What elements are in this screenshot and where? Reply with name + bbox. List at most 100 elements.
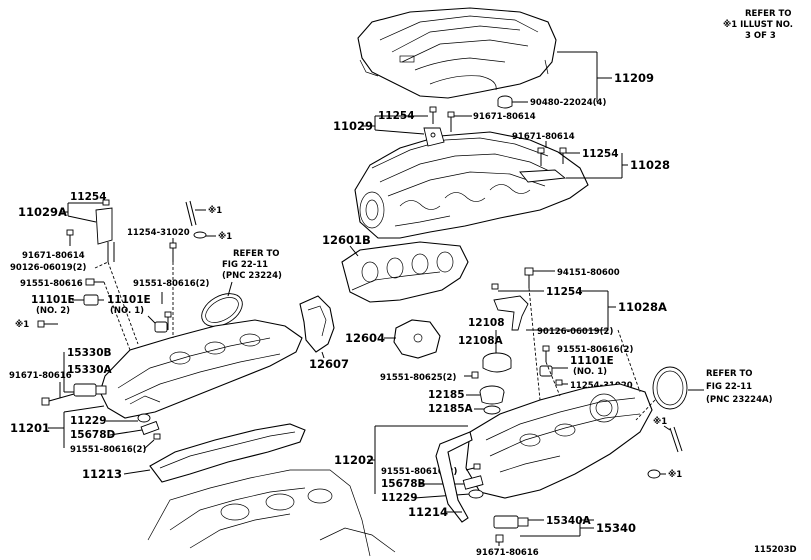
label-90126-b: 90126-06019(2) — [537, 327, 613, 337]
cover-grommet[interactable] — [497, 95, 513, 109]
head-cover-11202[interactable] — [465, 383, 653, 499]
label-91671-d: 91671-80616 — [9, 371, 72, 381]
refer-fig-left-line3: (PNC 23224) — [222, 271, 282, 281]
mark1-e: ※1 — [668, 469, 682, 480]
label-15330b: 15330B — [67, 347, 112, 359]
label-11229-b: 11229 — [381, 492, 418, 504]
diagram-id: 115203D — [754, 545, 797, 555]
label-12607: 12607 — [309, 357, 349, 371]
label-11254-a: 11254 — [378, 110, 415, 122]
bolt-91671-a[interactable] — [447, 111, 455, 132]
label-11254-31020-a: 11254-31020 — [127, 228, 190, 238]
head-cover-11201[interactable] — [99, 319, 303, 419]
label-11229-a: 11229 — [70, 415, 107, 427]
label-91551-b: 91551-80616(2) — [133, 279, 209, 289]
bracket-11029[interactable] — [423, 127, 445, 147]
refer-fig-left-line1: REFER TO — [233, 249, 280, 259]
oil-filler-12185[interactable] — [479, 385, 505, 405]
refer-fig-left-line2: FIG 22-11 — [222, 260, 268, 270]
gasket-12185a[interactable] — [483, 405, 501, 415]
bolt-91551-c[interactable] — [153, 433, 161, 440]
label-11028a: 11028A — [618, 300, 667, 314]
oil-filler-cap-12108[interactable] — [482, 352, 512, 373]
label-11254-d: 11254 — [546, 286, 583, 298]
bolt-91551-a[interactable] — [85, 278, 104, 286]
refer-note-top-right: REFER TO ※1 ILLUST NO. 3 OF 3 — [723, 9, 793, 41]
mark1-d: ※1 — [653, 416, 667, 427]
bracket-11028a[interactable] — [493, 295, 529, 331]
refer-note-line1: REFER TO — [745, 9, 792, 19]
label-12108: 12108 — [468, 317, 505, 329]
label-12108a: 12108A — [458, 335, 504, 347]
mark1-c: ※1 — [15, 319, 29, 330]
label-91671-c: 91671-80614 — [22, 251, 85, 261]
refer-fig-right-line2: FIG 22-11 — [706, 382, 752, 392]
bolt-91551-f[interactable] — [473, 463, 481, 470]
gasket-11213[interactable] — [149, 423, 306, 483]
label-91551-c: 91551-80616(2) — [70, 445, 146, 455]
refer-fig-right-line3: (PNC 23224A) — [706, 395, 773, 405]
washer-mark1-e[interactable] — [647, 469, 661, 479]
washer-mark1-b[interactable] — [193, 231, 207, 239]
seal-ring-left[interactable] — [196, 287, 248, 333]
bolt-11254-31020-a[interactable] — [169, 242, 177, 262]
bolt-91551-d[interactable] — [542, 345, 550, 362]
intake-insulator-12601b[interactable] — [341, 241, 469, 303]
bolt-91551-e[interactable] — [471, 371, 479, 379]
bracket-12604[interactable] — [393, 319, 441, 359]
bracket-11029a[interactable] — [95, 207, 113, 245]
label-12604: 12604 — [345, 331, 385, 345]
bracket-11028[interactable] — [519, 169, 567, 183]
label-11209: 11209 — [614, 71, 654, 85]
gasket-11229-b[interactable] — [468, 489, 484, 499]
label-91551-d: 91551-80616(2) — [557, 345, 633, 355]
label-11201: 11201 — [10, 421, 50, 435]
bolt-91671-c[interactable] — [66, 229, 74, 246]
sensor-11101e-no2[interactable] — [83, 294, 104, 306]
label-15340a: 15340A — [546, 515, 592, 527]
bracket-15678b[interactable] — [462, 475, 484, 490]
stud-mark1-d[interactable] — [669, 426, 683, 453]
sensor-11101e-no1-b[interactable] — [539, 365, 553, 377]
bracket-12607[interactable] — [299, 295, 335, 353]
label-11214: 11214 — [408, 505, 448, 519]
label-15678d: 15678D — [70, 429, 116, 441]
stud-mark1-c[interactable] — [37, 320, 58, 328]
label-90480: 90480-22024(4) — [530, 98, 606, 108]
bolt-91671-d[interactable] — [41, 393, 75, 406]
intake-manifold[interactable] — [354, 131, 589, 239]
bolt-94151[interactable] — [524, 267, 534, 288]
label-90126-a: 90126-06019(2) — [10, 263, 86, 273]
label-no1-a: (NO. 1) — [110, 306, 144, 316]
bolt-91671-e[interactable] — [495, 534, 504, 543]
stud-mark1-a[interactable] — [185, 200, 197, 227]
oil-control-valve-15330[interactable] — [73, 383, 107, 397]
gasket-11214[interactable] — [435, 431, 473, 523]
label-91551-f: 91551-80616(2) — [381, 467, 457, 477]
label-91671-e: 91671-80616 — [476, 548, 539, 558]
mark1-b: ※1 — [218, 231, 232, 242]
refer-note-line2: ※1 ILLUST NO. — [723, 19, 793, 30]
label-12185: 12185 — [428, 389, 465, 401]
sensor-11101e-no1-a[interactable] — [154, 321, 168, 333]
label-11029: 11029 — [333, 119, 373, 133]
seal-ring-right[interactable] — [652, 366, 688, 410]
oil-control-valve-15340[interactable] — [493, 515, 529, 529]
bolt-11254-31020-b[interactable] — [555, 379, 563, 386]
label-no1-b: (NO. 1) — [573, 367, 607, 377]
bracket-15678d[interactable] — [140, 420, 160, 436]
label-11254-b: 11254 — [582, 148, 619, 160]
bolt-11254-b[interactable] — [559, 147, 567, 164]
label-no2: (NO. 2) — [36, 306, 70, 316]
label-91671-b: 91671-80614 — [512, 132, 575, 142]
gasket-11229-a[interactable] — [137, 413, 151, 423]
engine-block-left — [147, 469, 396, 557]
bolt-11254-d[interactable] — [491, 283, 499, 290]
refer-note-fig-right: REFER TO FIG 22-11 (PNC 23224A) — [706, 369, 773, 405]
bolt-91671-b[interactable] — [537, 147, 545, 166]
engine-cover[interactable] — [357, 7, 557, 99]
bolt-91551-b[interactable] — [164, 311, 172, 330]
bolt-11254-a[interactable] — [429, 106, 437, 124]
label-15340: 15340 — [596, 521, 636, 535]
stud-90126-a[interactable] — [107, 242, 115, 262]
